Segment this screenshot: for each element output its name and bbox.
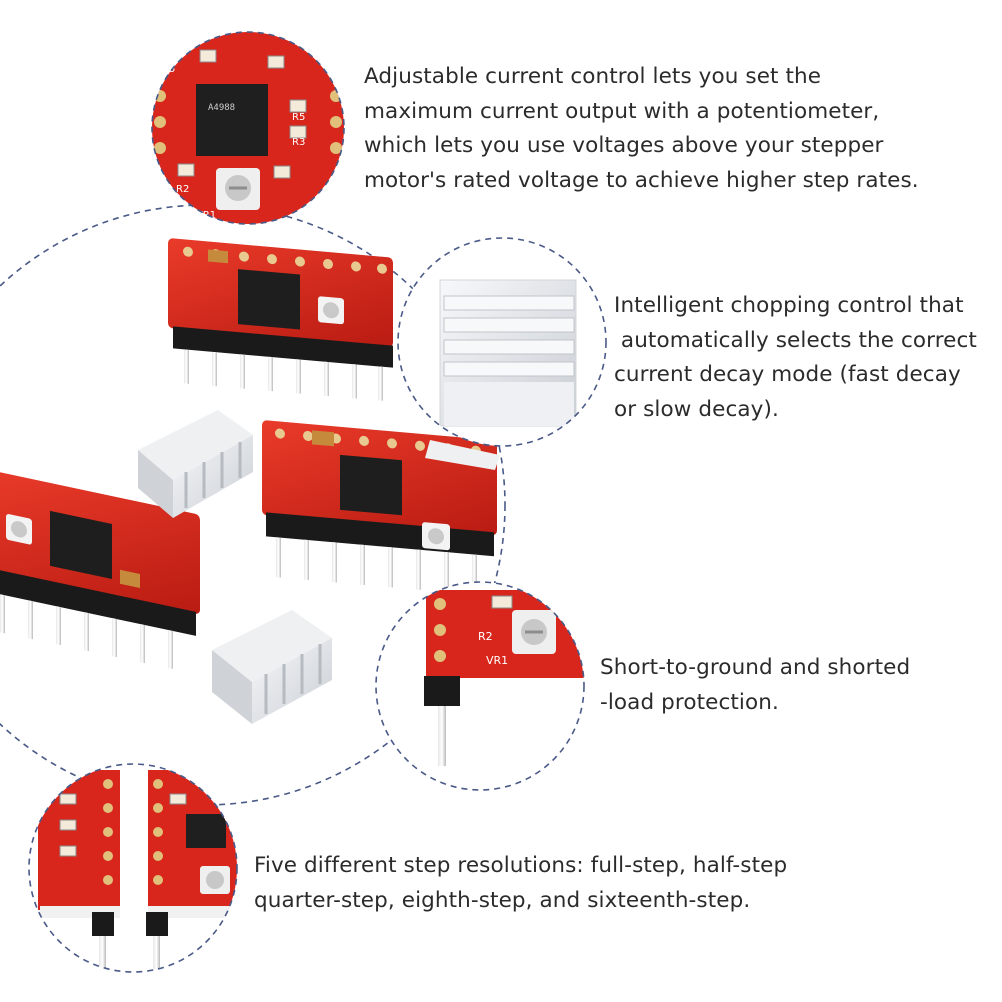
caption-line: Adjustable current control lets you set …	[364, 64, 822, 89]
driver-board-left	[0, 468, 200, 670]
caption-line: automatically selects the correct	[614, 327, 977, 353]
caption-current-control: Adjustable current control lets you set …	[364, 60, 919, 198]
caption-line: Intelligent chopping control that	[614, 293, 964, 318]
label-r5: R5	[292, 112, 305, 123]
callout-step-resolutions	[28, 763, 238, 973]
chip-code-label: A4988	[208, 103, 235, 113]
caption-line: maximum current output with a potentiome…	[364, 98, 880, 124]
driver-board-top	[168, 238, 393, 401]
svg-text:R2: R2	[478, 630, 493, 643]
label-r3: R3	[292, 137, 305, 148]
label-r2: R2	[176, 184, 189, 195]
caption-line: motor's rated voltage to achieve higher …	[364, 167, 919, 193]
label-vr1: VR1	[196, 210, 216, 221]
caption-line: or slow decay).	[614, 396, 779, 422]
caption-chopping-control: Intelligent chopping control that automa…	[614, 289, 977, 427]
svg-text:VR1: VR1	[486, 654, 508, 667]
caption-line: Short-to-ground and shorted	[600, 655, 911, 680]
heatsink-lower	[212, 610, 332, 724]
caption-short-protection: Short-to-ground and shorted -load protec…	[600, 651, 910, 720]
caption-step-resolutions: Five different step resolutions: full-st…	[254, 849, 787, 918]
driver-board-right	[262, 420, 497, 595]
heatsink-edge	[425, 440, 500, 470]
caption-line: which lets you use voltages above your s…	[364, 133, 884, 158]
label-c5: C5	[162, 64, 175, 75]
callout-short-protection: R2 VR1	[375, 581, 585, 791]
caption-line: quarter-step, eighth-step, and sixteenth…	[254, 887, 751, 913]
caption-line: -load protection.	[600, 689, 779, 715]
caption-line: Five different step resolutions: full-st…	[254, 853, 788, 878]
heatsink-upper	[138, 410, 253, 518]
callout-current-control: A4988 C5 R5 R3 R2 VR1	[151, 31, 345, 225]
callout-chopping-control	[397, 237, 607, 447]
caption-line: current decay mode (fast decay	[614, 362, 961, 387]
